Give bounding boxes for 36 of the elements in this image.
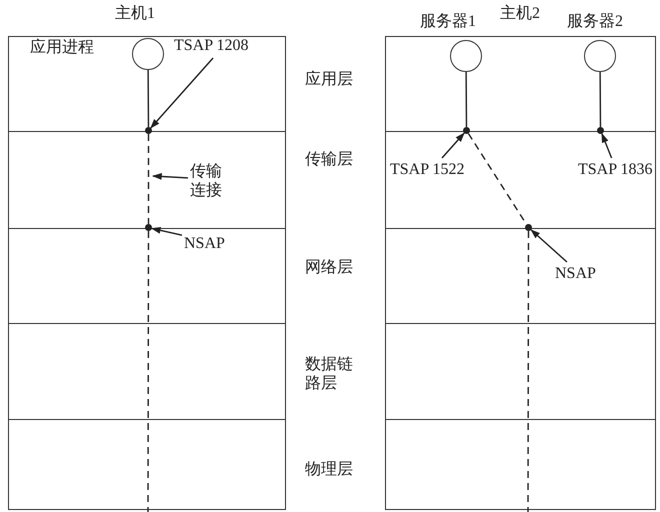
layer-label: 网络层 [305,258,354,277]
leader-arrow [150,227,182,236]
callout-label: 传输连接 [190,162,230,200]
leader-arrow [150,58,214,129]
process-circle [132,38,164,70]
process-circle [584,40,616,72]
access-point-dot [145,224,152,231]
leader-arrow [601,132,612,158]
access-point-dot [463,127,470,134]
host-title: 主机2 [500,4,540,23]
leader-arrow [441,132,465,158]
stem-line [465,72,468,127]
leader-arrow [152,173,188,180]
connection-line [527,231,530,512]
stem-line [147,70,150,127]
stem-line [599,72,602,127]
callout-label: TSAP 1836 [578,160,658,179]
process-circle [450,40,482,72]
leader-arrow [530,229,568,263]
callout-label: TSAP 1522 [390,160,472,179]
host-title: 主机1 [115,4,155,23]
access-point-dot [597,127,604,134]
access-point-dot [145,127,152,134]
callout-label: NSAP [184,234,234,253]
callout-label: TSAP 1208 [174,36,274,55]
layer-label: 传输层 [305,150,354,169]
process-label: 应用进程 [30,38,94,57]
access-point-dot [525,224,532,231]
layer-label: 数据链路层 [305,355,353,393]
layer-label: 物理层 [305,460,354,479]
process-label: 服务器1 [420,12,476,31]
callout-label: NSAP [555,264,605,283]
layer-label: 应用层 [305,70,354,89]
process-label: 服务器2 [567,12,623,31]
connection-line [147,231,150,512]
connection-line [148,134,150,224]
